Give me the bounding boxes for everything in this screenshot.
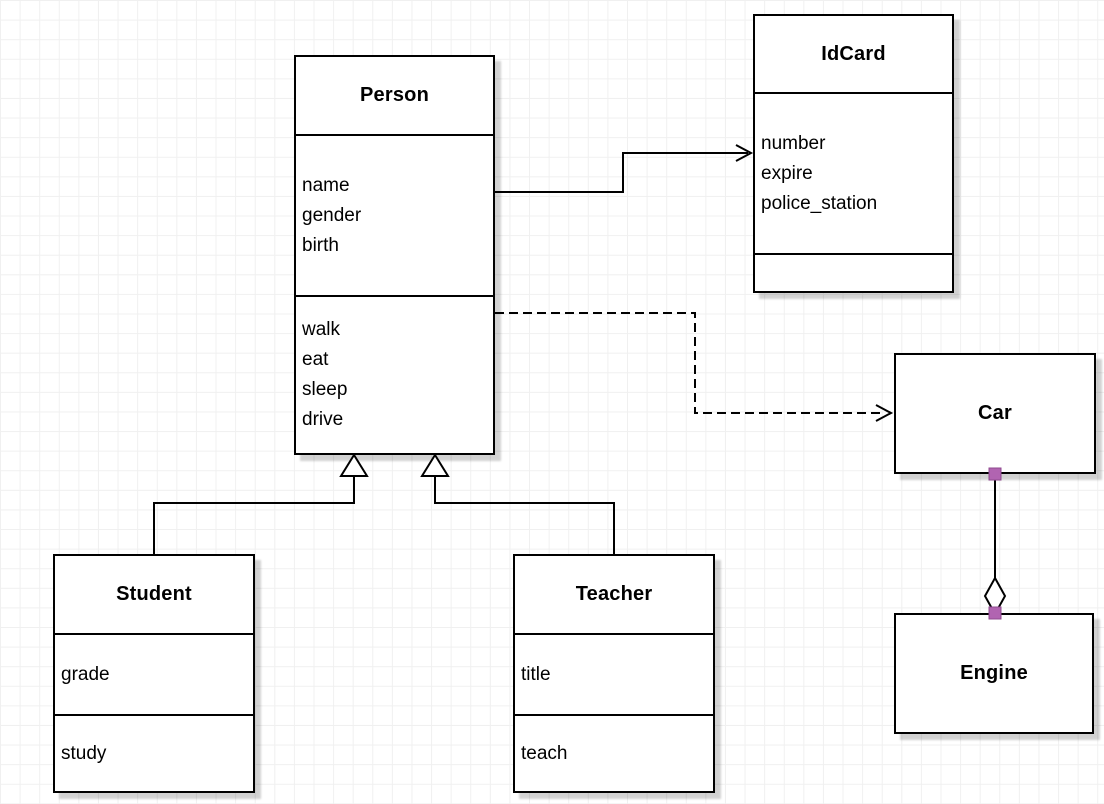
class-car-title: Car	[978, 402, 1012, 424]
class-person-title: Person	[359, 84, 429, 106]
class-idcard-attributes: number expire police_station	[755, 92, 952, 253]
attribute: name	[302, 174, 350, 196]
hollow-diamond-icon	[983, 575, 1007, 617]
class-idcard-methods	[755, 253, 952, 291]
attribute: grade	[61, 663, 110, 685]
class-teacher-methods: teach	[515, 714, 713, 791]
attribute: birth	[302, 234, 339, 256]
class-student-title: Student	[116, 583, 192, 605]
attribute: gender	[302, 204, 362, 226]
edge-teacher-person-generalization[interactable]	[420, 453, 615, 555]
attribute: expire	[761, 162, 813, 184]
class-student-methods: study	[55, 714, 253, 791]
method: walk	[302, 319, 341, 340]
edge-student-person-generalization[interactable]	[153, 453, 369, 555]
class-person[interactable]: Person name gender birth walk eat sleep …	[294, 55, 495, 455]
attribute: number	[761, 132, 826, 154]
attribute: title	[521, 663, 551, 685]
method: sleep	[302, 379, 348, 400]
edge-person-car-dependency[interactable]	[495, 312, 894, 422]
hollow-triangle-icon	[420, 453, 450, 477]
class-teacher[interactable]: Teacher title teach	[513, 554, 715, 793]
method: drive	[302, 409, 344, 430]
method: eat	[302, 349, 329, 370]
method: teach	[521, 742, 568, 764]
open-arrowhead-icon	[875, 404, 894, 422]
class-student[interactable]: Student grade study	[53, 554, 255, 793]
class-idcard[interactable]: IdCard number expire police_station	[753, 14, 954, 293]
edge-car-engine-aggregation[interactable]	[983, 467, 1007, 620]
class-person-methods: walk eat sleep drive	[296, 295, 493, 453]
class-teacher-attributes: title	[515, 633, 713, 714]
class-engine[interactable]: Engine	[894, 613, 1094, 734]
class-engine-title: Engine	[960, 662, 1028, 684]
attribute: police_station	[761, 192, 878, 214]
class-student-attributes: grade	[55, 633, 253, 714]
class-person-attributes: name gender birth	[296, 134, 493, 295]
hollow-triangle-icon	[339, 453, 369, 477]
class-teacher-title: Teacher	[575, 583, 653, 605]
method: study	[61, 742, 107, 764]
edge-person-idcard-association[interactable]	[495, 144, 754, 193]
class-car[interactable]: Car	[894, 353, 1096, 474]
open-arrowhead-icon	[735, 144, 754, 162]
class-idcard-title: IdCard	[821, 42, 886, 65]
